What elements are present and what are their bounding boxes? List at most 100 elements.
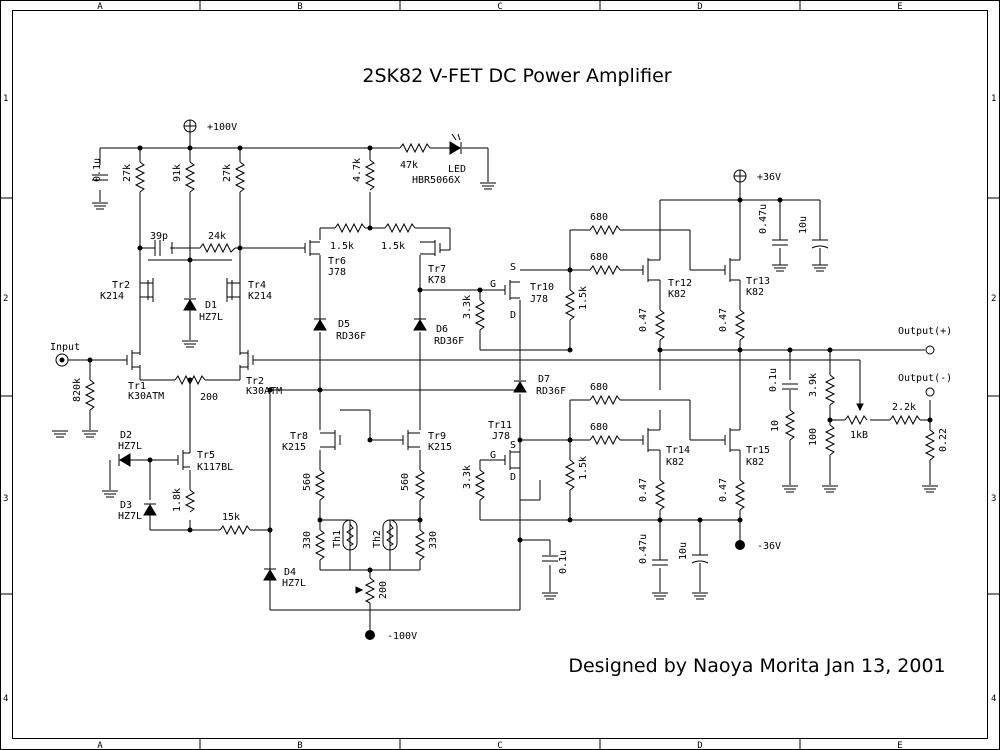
output-neg-port: Output(-) xyxy=(898,373,952,397)
d5-part: RD36F xyxy=(336,331,366,342)
supply-pos36-terminal: +36V xyxy=(733,169,781,183)
output-neg-label: Output(-) xyxy=(898,373,952,384)
tr12-name: Tr12 xyxy=(668,278,692,289)
d7-part: RD36F xyxy=(536,386,566,397)
tr6-name: Tr6 xyxy=(328,256,346,267)
r330-right-value: 330 xyxy=(428,531,439,549)
r47k-led-value: 47k xyxy=(400,160,418,171)
tr14-name: Tr14 xyxy=(666,445,690,456)
tr11-source-pin: S xyxy=(510,440,516,451)
r39k-value: 3.9k xyxy=(808,373,819,397)
r560-left-value: 560 xyxy=(302,473,313,491)
pos36-label: +36V xyxy=(757,172,781,183)
row-label-2: 2 xyxy=(3,294,8,304)
tr2b-part: K30ATM xyxy=(246,386,282,397)
row-label-1: 1 xyxy=(3,94,8,104)
r680-2-value: 680 xyxy=(590,252,608,263)
transistors xyxy=(126,240,740,470)
d3-name: D3 xyxy=(120,500,132,511)
col-label-b-bottom: B xyxy=(297,741,302,750)
tr15-name: Tr15 xyxy=(746,445,770,456)
r33k-upper-value: 3.3k xyxy=(462,295,473,319)
tr11-name: Tr11 xyxy=(488,420,512,431)
tr2b-name: Tr2 xyxy=(246,376,264,387)
row-label-4-right: 4 xyxy=(991,694,996,704)
d5-name: D5 xyxy=(338,319,350,330)
tr2-part: K214 xyxy=(100,291,124,302)
neg100-label: -100V xyxy=(387,631,417,642)
tr8-name: Tr8 xyxy=(290,431,308,442)
tr7-part: K78 xyxy=(428,275,446,286)
col-label-b: B xyxy=(297,2,302,12)
col-label-e-bottom: E xyxy=(897,741,902,750)
th2-label: Th2 xyxy=(372,530,383,548)
resistors xyxy=(84,142,936,604)
tr6-part: J78 xyxy=(328,267,346,278)
c10u-bottom-value: 10u xyxy=(678,542,689,560)
pos100-label: +100V xyxy=(207,122,237,133)
tr13-part: K82 xyxy=(746,287,764,298)
led-part: HBR5066X xyxy=(412,175,460,186)
tr11-drain-pin: D xyxy=(510,472,516,483)
frame-column-labels: A B C D E A B C D E xyxy=(97,2,902,750)
d3-part: HZ7L xyxy=(118,511,142,522)
pot1kb-value: 1kB xyxy=(850,430,868,441)
tr5-part: K117BL xyxy=(197,462,233,473)
col-label-a-bottom: A xyxy=(97,741,103,750)
r200-value: 200 xyxy=(200,392,218,403)
row-label-3: 3 xyxy=(3,494,8,504)
r330-left-value: 330 xyxy=(302,531,313,549)
tr2-name: Tr2 xyxy=(112,280,130,291)
r22k-value: 2.2k xyxy=(892,402,916,413)
output-pos-label: Output(+) xyxy=(898,326,952,337)
r91k-value: 91k xyxy=(172,164,183,182)
c047u-top-value: 0.47u xyxy=(758,204,769,234)
r15k-a-value: 1.5k xyxy=(330,241,354,252)
d6-part: RD36F xyxy=(434,336,464,347)
c01u-out-value: 0.1u xyxy=(768,368,779,392)
r15k-mid-lower-value: 1.5k xyxy=(578,456,589,480)
row-label-4: 4 xyxy=(3,694,8,704)
col-label-c: C xyxy=(497,2,502,12)
r680-3-value: 680 xyxy=(590,382,608,393)
r047-1-value: 0.47 xyxy=(638,308,649,332)
neg36-label: -36V xyxy=(757,541,781,552)
col-label-e: E xyxy=(897,2,902,12)
c01u-bottom-value: 0.1u xyxy=(558,550,569,574)
tr4-name: Tr4 xyxy=(248,280,266,291)
r100-value: 100 xyxy=(808,428,819,446)
thermistors xyxy=(342,519,398,551)
c39p-value: 39p xyxy=(150,231,168,242)
d1-part: HZ7L xyxy=(199,312,223,323)
tr5-name: Tr5 xyxy=(197,450,215,461)
tr10-drain-pin: D xyxy=(510,310,516,321)
r047-4-value: 0.47 xyxy=(718,478,729,502)
r680-4-value: 680 xyxy=(590,422,608,433)
capacitors xyxy=(92,174,829,566)
th1-label: Th1 xyxy=(332,530,343,548)
d4-part: HZ7L xyxy=(282,578,306,589)
junction-dots xyxy=(87,145,933,573)
r27k-right-value: 27k xyxy=(222,164,233,182)
tr1-part: K30ATM xyxy=(128,391,164,402)
tr12-part: K82 xyxy=(668,289,686,300)
c10u-top-value: 10u xyxy=(798,216,809,234)
r560-right-value: 560 xyxy=(400,473,411,491)
d6-name: D6 xyxy=(436,324,448,335)
diagram-title: 2SK82 V-FET DC Power Amplifier xyxy=(362,65,671,87)
d7-name: D7 xyxy=(538,374,550,385)
led-name: LED xyxy=(448,164,466,175)
d2-part: HZ7L xyxy=(118,441,142,452)
d2-name: D2 xyxy=(120,430,132,441)
row-label-1-right: 1 xyxy=(991,94,996,104)
supply-pos100-terminal: +100V xyxy=(183,119,237,133)
tr1-name: Tr1 xyxy=(128,381,146,392)
tr14-part: K82 xyxy=(666,457,684,468)
tr10-source-pin: S xyxy=(510,262,516,273)
tr11-gate-pin: G xyxy=(490,450,496,461)
r15k-mid-upper-value: 1.5k xyxy=(578,286,589,310)
col-label-d: D xyxy=(697,2,702,12)
